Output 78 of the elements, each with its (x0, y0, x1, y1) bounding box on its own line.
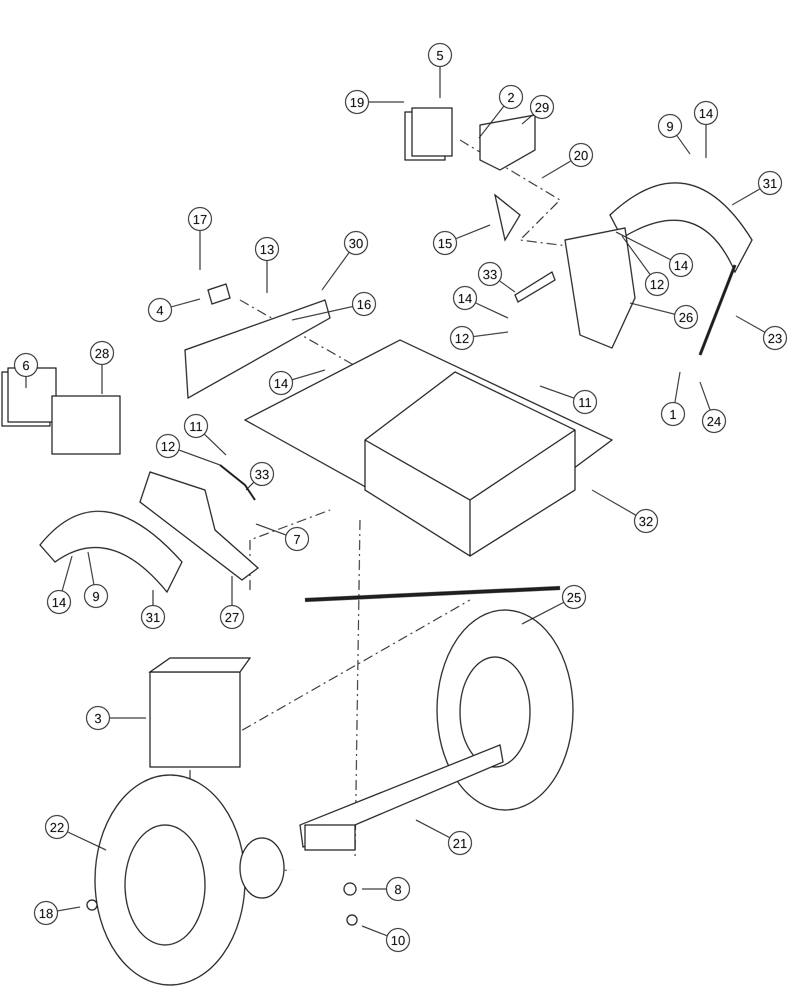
leader-line (522, 602, 564, 624)
callout-number: 14 (269, 371, 293, 395)
leader-line (362, 926, 388, 936)
leader-line (171, 298, 200, 308)
callout-number: 14 (669, 253, 693, 277)
leader-line (246, 482, 254, 490)
callout-number: 33 (478, 262, 502, 286)
leader-line (456, 224, 490, 240)
leader-line (292, 370, 326, 380)
leader-line (592, 490, 636, 516)
callout-number: 30 (344, 231, 368, 255)
callout-number: 8 (386, 877, 410, 901)
leader-line (57, 906, 80, 912)
callout-number: 24 (702, 409, 726, 433)
leader-line (522, 114, 534, 124)
leader-line (616, 232, 671, 260)
callout-number: 22 (45, 815, 69, 839)
callout-number: 1 (661, 402, 685, 426)
callout-number: 12 (156, 434, 180, 458)
leader-line (256, 524, 286, 536)
leader-line (736, 316, 766, 333)
callout-number: 27 (220, 605, 244, 629)
leader-line (475, 302, 508, 318)
leader-line (622, 236, 650, 275)
leader-line (292, 306, 353, 320)
callout-number: 17 (188, 207, 212, 231)
callout-number: 16 (352, 292, 376, 316)
callout-number: 9 (84, 584, 108, 608)
leader-line (478, 106, 504, 138)
callout-number: 14 (453, 286, 477, 310)
callout-number: 11 (184, 414, 208, 438)
callout-number: 10 (386, 928, 410, 952)
leader-line (62, 556, 72, 591)
callout-number: 12 (645, 272, 669, 296)
leader-line (266, 260, 268, 294)
callout-number: 15 (433, 231, 457, 255)
leader-line (88, 552, 94, 585)
callout-number: 29 (530, 95, 554, 119)
leader-line (416, 820, 450, 838)
callout-number: 28 (90, 341, 114, 365)
callout-number: 11 (573, 390, 597, 414)
callout-number: 26 (674, 305, 698, 329)
callout-number: 31 (758, 171, 782, 195)
leader-line (499, 280, 516, 292)
leader-line (674, 372, 680, 403)
callout-number: 6 (14, 353, 38, 377)
leader-line (473, 332, 508, 337)
callout-number: 21 (448, 831, 472, 855)
callout-number: 33 (250, 462, 274, 486)
callout-number: 14 (694, 101, 718, 125)
callout-number: 9 (658, 114, 682, 138)
callout-number: 20 (569, 143, 593, 167)
callout-number: 14 (47, 590, 71, 614)
callout-number: 3 (86, 706, 110, 730)
callout-number: 18 (34, 901, 58, 925)
callout-number: 4 (148, 298, 172, 322)
leader-line (67, 832, 106, 850)
callout-number: 7 (285, 527, 309, 551)
leader-line (362, 888, 386, 890)
leader-line (676, 135, 690, 154)
leader-line (732, 188, 760, 206)
callout-number: 31 (141, 605, 165, 629)
leader-line (178, 450, 220, 466)
leader-line (152, 590, 154, 606)
callout-number: 32 (634, 509, 658, 533)
callout-number: 12 (450, 326, 474, 350)
leader-line (542, 160, 572, 178)
callout-number: 2 (499, 85, 523, 109)
callout-number: 25 (562, 585, 586, 609)
leader-line (700, 382, 710, 410)
leader-line (630, 302, 675, 315)
callout-number: 13 (255, 237, 279, 261)
callout-number: 19 (345, 90, 369, 114)
callout-number: 5 (428, 43, 452, 67)
leader-line (540, 386, 574, 398)
callout-number: 23 (763, 326, 787, 350)
leader-line (204, 434, 226, 456)
leader-line (322, 252, 350, 290)
